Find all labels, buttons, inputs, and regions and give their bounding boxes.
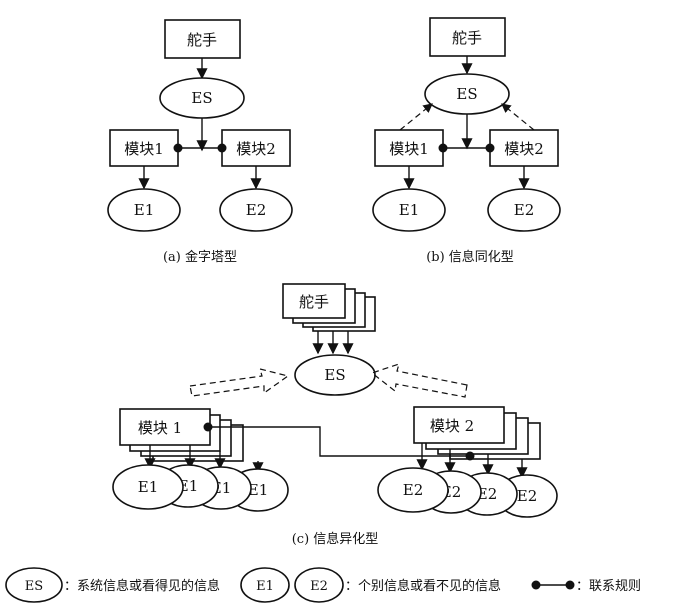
- legend-es-ellipse: [5, 567, 63, 603]
- legend-link-desc: ：联系规则: [576, 579, 641, 594]
- c-e2-label-4: E2: [517, 487, 538, 505]
- c-module1-label: 模块 1: [138, 419, 182, 437]
- a-e1-label: E1: [134, 201, 155, 219]
- c-dashed-arrow-right: [370, 363, 468, 398]
- c-e2-label-3: E2: [477, 485, 498, 503]
- a-e2-label: E2: [246, 201, 267, 219]
- panel-a: 舵手 ES 模块1 模块2 E1 E2 (a) 金字塔型: [107, 19, 293, 265]
- a-helmsman-label: 舵手: [187, 31, 217, 49]
- c-link-line: [208, 426, 470, 457]
- c-helmsman-label: 舵手: [299, 293, 329, 311]
- c-es-label: ES: [324, 366, 345, 384]
- c-module2-label: 模块 2: [430, 417, 474, 435]
- c-helmsman-box: [282, 283, 346, 319]
- c-link-dot-2: [465, 451, 475, 461]
- legend-es-desc: ：系统信息或看得见的信息: [64, 578, 220, 594]
- panel-b: 舵手 ES 模块1 模块2 E1 E2 (b) 信息同化型: [372, 17, 561, 265]
- c-e1-label-4: E1: [248, 481, 269, 499]
- b-link-dot-1: [438, 143, 448, 153]
- legend-es-label: ES: [25, 579, 43, 594]
- b-e1-label: E1: [399, 201, 420, 219]
- b-module2-label: 模块2: [504, 140, 544, 158]
- a-module1-label: 模块1: [124, 140, 164, 158]
- a-caption: (a) 金字塔型: [163, 249, 237, 265]
- c-e1-label-1: E1: [138, 478, 159, 496]
- legend-e1-ellipse: [240, 567, 290, 603]
- legend-e-desc: ：个别信息或看不见的信息: [345, 578, 501, 594]
- a-e2-ellipse: [219, 188, 293, 232]
- c-module2-box: [413, 406, 505, 444]
- a-module2-box: [221, 129, 291, 167]
- a-link-dot-2: [217, 143, 227, 153]
- c-e1-ellipse-1: [112, 464, 184, 510]
- c-link-dot-1: [203, 422, 213, 432]
- legend-e1-label: E1: [256, 579, 274, 594]
- b-dashed-arrow-m2-es: [501, 103, 535, 131]
- a-link-dot-1: [173, 143, 183, 153]
- c-e2-label-1: E2: [403, 481, 424, 499]
- b-helmsman-label: 舵手: [452, 29, 482, 47]
- b-e1-ellipse: [372, 188, 446, 232]
- b-es-label: ES: [456, 85, 477, 103]
- a-module2-label: 模块2: [236, 140, 276, 158]
- b-dashed-arrow-m1-es: [399, 103, 433, 131]
- b-module1-label: 模块1: [389, 140, 429, 158]
- c-module1-box: [119, 408, 211, 446]
- legend-e2-label: E2: [310, 579, 328, 594]
- legend: ES ：系统信息或看得见的信息 E1 E2 ：个别信息或看不见的信息 ：联系规则: [5, 567, 641, 603]
- b-e2-ellipse: [487, 188, 561, 232]
- a-helmsman-box: [164, 19, 241, 59]
- b-link-dot-2: [485, 143, 495, 153]
- c-e2-ellipse-1: [377, 467, 449, 513]
- b-caption: (b) 信息同化型: [426, 249, 514, 265]
- legend-e2-ellipse: [294, 567, 344, 603]
- panel-c: 舵手 ES 模块 1 模块 2 E1 E1: [112, 283, 558, 547]
- legend-link-dot-2: [565, 580, 575, 590]
- c-caption: (c) 信息异化型: [292, 531, 379, 547]
- c-dashed-arrow-left: [189, 368, 290, 397]
- a-e1-ellipse: [107, 188, 181, 232]
- legend-link-dot-1: [531, 580, 541, 590]
- b-e2-label: E2: [514, 201, 535, 219]
- a-es-label: ES: [191, 89, 212, 107]
- b-helmsman-box: [429, 17, 506, 57]
- b-module1-box: [374, 129, 444, 167]
